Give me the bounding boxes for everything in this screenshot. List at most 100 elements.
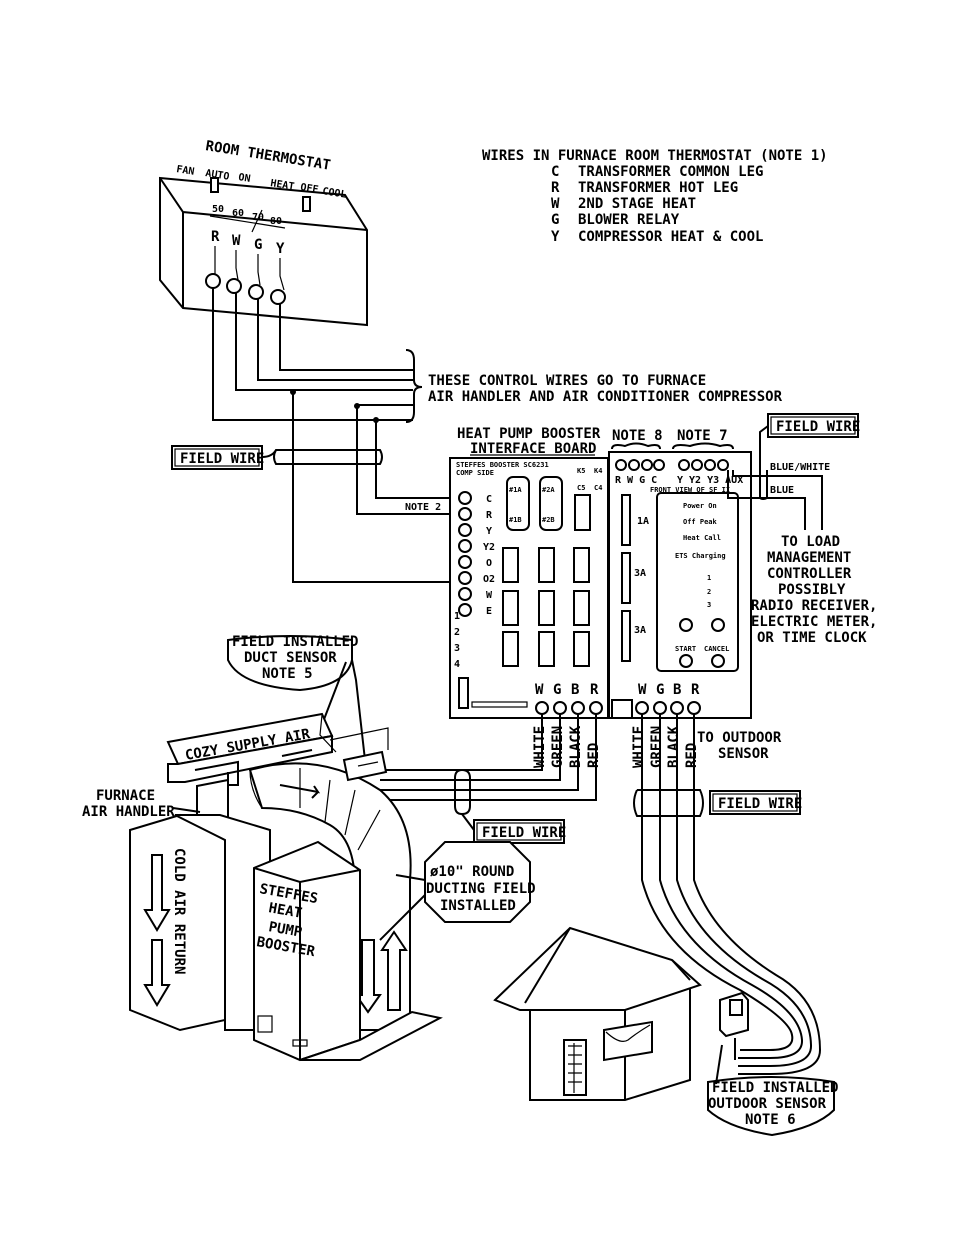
board-title-1: HEAT PUMP BOOSTER [457, 426, 601, 442]
board-term-e: E [486, 606, 492, 617]
load-control-wires [727, 470, 823, 530]
legend-desc-r: TRANSFORMER HOT LEG [578, 180, 738, 196]
furnace-air-handler: COZY SUPPLY AIR COLD AIR RETURN FURNACE … [82, 712, 334, 1032]
control-note-line1: THESE CONTROL WIRES GO TO FURNACE [428, 373, 706, 389]
board-wire-green: GREEN [550, 726, 566, 768]
furnace-label-2: AIR HANDLER [82, 804, 175, 820]
thermostat-terminal-y-label: Y [276, 241, 285, 257]
board-term-o2: O2 [483, 574, 495, 585]
thermostat-terminal-g-label: G [254, 237, 262, 253]
thermostat-on-label: ON [238, 172, 252, 185]
fuse-3a-2: 3A [634, 625, 646, 636]
field-wire-tag-right: FIELD WIRE [633, 789, 802, 817]
heat-pump-booster: STEFFES HEAT PUMP BOOSTER [253, 840, 443, 1062]
module-bottom-r: R [691, 682, 700, 698]
load-management-note: TO LOAD MANAGEMENT CONTROLLER POSSIBLY R… [751, 534, 877, 646]
module-term-right: Y Y2 Y3 AUX [677, 475, 743, 486]
field-wire-tag-bottom: FIELD WIRE [454, 768, 566, 844]
outdoor-sensor-callout: FIELD INSTALLED OUTDOOR SENSOR NOTE 6 [707, 1044, 838, 1137]
terminal-screw-g [248, 284, 264, 300]
thermostat-off-label: OFF [300, 182, 320, 196]
load-mgmt-line-6: ELECTRIC METER, [751, 614, 877, 630]
wire-y [279, 304, 413, 371]
board-wire-black: BLACK [568, 725, 584, 768]
thermostat-heat-label: HEAT [270, 178, 296, 193]
interface-board: HEAT PUMP BOOSTER INTERFACE BOARD STEFFE… [405, 426, 609, 768]
field-wire-label: FIELD WIRE [482, 825, 566, 841]
note-2-label: NOTE 2 [405, 502, 441, 513]
field-wire-tag-left: FIELD WIRE [171, 445, 383, 470]
board-term-y: Y [486, 526, 492, 537]
wire-r [212, 288, 413, 421]
module-wire-black: BLACK [666, 725, 682, 768]
board-bottom-g: G [553, 682, 561, 698]
board-bottom-w: W [535, 682, 544, 698]
legend-code-w: W [551, 196, 560, 212]
board-wire-white: WHITE [532, 726, 548, 768]
board-term-w: W [486, 590, 493, 601]
board-term-r: R [486, 510, 493, 521]
panel-heat-call: Heat Call [683, 534, 721, 542]
duct-sensor-line-3: NOTE 5 [262, 666, 313, 682]
module-wire-green: GREEN [649, 726, 665, 768]
scale-60: 60 [232, 208, 244, 219]
board-led-1: 1 [454, 611, 460, 622]
load-mgmt-line-4: POSSIBLY [778, 582, 846, 598]
panel-start: START [675, 645, 696, 653]
legend-desc-c: TRANSFORMER COMMON LEG [578, 164, 763, 180]
control-note-line2: AIR HANDLER AND AIR CONDITIONER COMPRESS… [428, 389, 783, 405]
jumper-1 [506, 476, 530, 531]
panel-level-2: 2 [707, 588, 711, 596]
house [493, 926, 702, 1101]
terminal-screw-r [205, 273, 221, 289]
booster-line-3: PUMP [267, 919, 303, 941]
fan-switch [210, 177, 219, 193]
panel-level-3: 3 [707, 601, 711, 609]
ducting-line-1: ø10" ROUND [430, 864, 514, 880]
duct-sensor-line-2: DUCT SENSOR [244, 650, 337, 666]
panel-cancel: CANCEL [704, 645, 729, 653]
terminal-screw-w [226, 278, 242, 294]
jumper-2a: #2A [542, 486, 555, 494]
legend-code-y: Y [551, 229, 560, 245]
duct-sensor-callout: FIELD INSTALLED DUCT SENSOR NOTE 5 [227, 634, 366, 761]
thermostat-cool-label: COOL [322, 186, 348, 201]
outdoor-sensor-line-3: NOTE 6 [745, 1112, 796, 1128]
module-front-view: FRONT VIEW OF SF II [650, 486, 730, 494]
module-bottom-b: B [673, 682, 681, 698]
board-terminal-strip [458, 491, 472, 617]
wire-w [235, 293, 413, 391]
jumper-1b: #1B [509, 516, 522, 524]
legend-desc-w: 2ND STAGE HEAT [578, 196, 696, 212]
board-title-2: INTERFACE BOARD [470, 441, 596, 457]
thermostat-terminal-r-label: R [211, 229, 220, 245]
scale-80: 80 [270, 216, 282, 227]
duct-sensor [319, 714, 389, 782]
thermostat-fan-label: FAN [176, 164, 196, 178]
load-mgmt-line-2: MANAGEMENT [767, 550, 851, 566]
board-led-3: 3 [454, 643, 460, 654]
note-8-label: NOTE 8 [612, 428, 663, 444]
board-led-4: 4 [454, 659, 460, 670]
field-wire-label: FIELD WIRE [180, 451, 264, 467]
outdoor-sensor-line-1: FIELD INSTALLED [712, 1080, 838, 1096]
legend-code-c: C [551, 164, 559, 180]
board-k5: K5 [577, 467, 585, 475]
board-k4: K4 [594, 467, 602, 475]
panel-off-peak: Off Peak [683, 518, 718, 526]
scale-50: 50 [212, 204, 224, 215]
ducting-line-3: INSTALLED [440, 898, 516, 914]
outdoor-sensor-line-2: OUTDOOR SENSOR [708, 1096, 827, 1112]
module-bottom-w: W [638, 682, 647, 698]
to-outdoor-sensor-line-2: SENSOR [718, 746, 769, 762]
duct-sensor-line-1: FIELD INSTALLED [232, 634, 358, 650]
board-header: STEFFES BOOSTER SC6231 [456, 461, 549, 469]
legend-desc-g: BLOWER RELAY [578, 212, 680, 228]
furnace-label-1: FURNACE [96, 788, 155, 804]
legend-desc-y: COMPRESSOR HEAT & COOL [578, 229, 763, 245]
blue-white-label: BLUE/WHITE [770, 462, 830, 473]
jumper-2 [539, 476, 563, 531]
board-term-y2: Y2 [483, 542, 495, 553]
load-mgmt-line-7: OR TIME CLOCK [757, 630, 867, 646]
